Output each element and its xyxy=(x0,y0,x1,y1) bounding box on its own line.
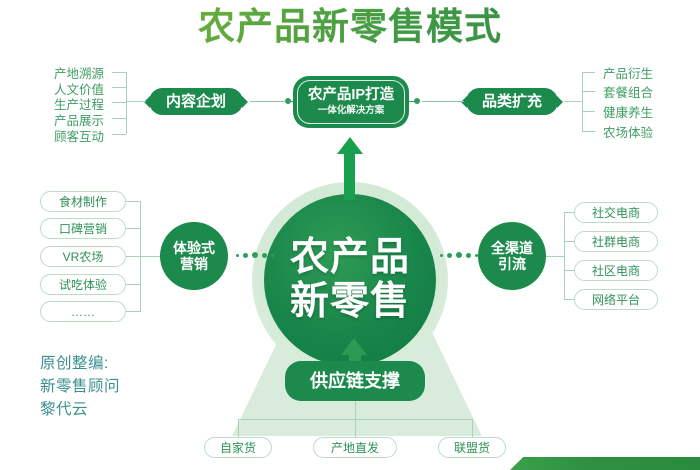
ip-right-dot xyxy=(414,98,420,104)
omnichannel-bracket-stem xyxy=(546,256,564,257)
category-expand-right-notch xyxy=(557,95,563,108)
node-experience-marketing-line2: 营销 xyxy=(180,256,208,272)
leaf-experience-2[interactable]: VR农场 xyxy=(40,246,126,267)
hub-line-2: 新零售 xyxy=(289,280,410,323)
bottom-right-banner xyxy=(510,457,700,470)
leaf-experience-1[interactable]: 口碑营销 xyxy=(40,218,126,239)
category-bracket-stem xyxy=(564,101,582,102)
category-bracket-vertical xyxy=(582,72,583,132)
content-plan-left-notch xyxy=(144,95,150,108)
category-tick-3 xyxy=(582,131,595,132)
node-ip-build-sublabel: 一体化解决方案 xyxy=(317,104,385,116)
leaf-omnichannel-1[interactable]: 社群电商 xyxy=(574,231,658,252)
supply-drop-0 xyxy=(238,419,239,437)
node-ip-build-label: 农产品IP打造 xyxy=(307,87,395,104)
omnichannel-tick-2 xyxy=(564,270,574,271)
leaf-category-3[interactable]: 农场体验 xyxy=(602,125,653,140)
arrow-head-hub-to-ip xyxy=(337,137,363,154)
contentplan-tick-4 xyxy=(112,134,126,135)
contentplan-tick-1 xyxy=(112,87,126,88)
leaf-experience-0[interactable]: 食材制作 xyxy=(40,191,126,212)
supply-drop-2 xyxy=(472,419,473,437)
node-ip-build[interactable]: 农产品IP打造 一体化解决方案 xyxy=(293,76,409,128)
leaf-content-plan-3[interactable]: 产品展示 xyxy=(53,113,104,128)
hub-line-1: 农产品 xyxy=(289,235,410,279)
category-expand-left-notch xyxy=(461,95,467,108)
contentplan-bracket-stem xyxy=(126,101,146,102)
credit-line-3: 黎代云 xyxy=(40,401,89,418)
leaf-omnichannel-3[interactable]: 网络平台 xyxy=(574,289,658,310)
node-experience-marketing[interactable]: 体验式 营销 xyxy=(160,222,228,290)
node-supply-chain-label: 供应链支撑 xyxy=(310,370,400,391)
experience-tick-1 xyxy=(125,228,140,229)
node-experience-marketing-line1: 体验式 xyxy=(173,239,215,256)
omnichannel-tick-0 xyxy=(564,212,574,213)
experience-tick-4 xyxy=(125,311,140,312)
credit-line-1: 原创整编: xyxy=(40,355,109,372)
leaf-content-plan-0[interactable]: 产地溯源 xyxy=(53,66,104,81)
line-ip-to-category xyxy=(422,101,464,102)
node-omnichannel-line1: 全渠道 xyxy=(491,239,533,256)
leaf-experience-3[interactable]: 试吃体验 xyxy=(40,274,126,295)
node-content-plan-label: 内容企划 xyxy=(165,92,226,110)
supply-drop-1 xyxy=(355,419,356,437)
dots-experience-to-hub xyxy=(236,252,274,258)
leaf-category-2[interactable]: 健康养生 xyxy=(602,105,653,120)
experience-tick-2 xyxy=(125,256,140,257)
line-contentplan-to-ip xyxy=(250,101,286,102)
credit-line-2: 新零售顾问 xyxy=(40,378,121,395)
contentplan-tick-2 xyxy=(112,102,126,103)
leaf-category-1[interactable]: 套餐组合 xyxy=(602,85,653,100)
ip-left-dot xyxy=(285,98,291,104)
contentplan-tick-0 xyxy=(112,72,126,73)
content-plan-right-notch xyxy=(242,95,248,108)
leaf-content-plan-1[interactable]: 人文价值 xyxy=(53,82,104,97)
contentplan-bracket-vertical xyxy=(126,72,127,134)
arrow-stem-hub-to-ip xyxy=(344,152,355,200)
node-category-expand[interactable]: 品类扩充 xyxy=(461,88,563,115)
leaf-category-0[interactable]: 产品衍生 xyxy=(602,66,653,81)
node-supply-chain[interactable]: 供应链支撑 xyxy=(285,361,425,401)
omnichannel-bracket-vertical xyxy=(564,212,565,300)
leaf-content-plan-4[interactable]: 顾客互动 xyxy=(53,129,104,144)
node-category-expand-label: 品类扩充 xyxy=(481,92,542,110)
experience-tick-0 xyxy=(125,201,140,202)
leaf-supply-2[interactable]: 联盟货 xyxy=(438,437,506,458)
leaf-omnichannel-2[interactable]: 社区电商 xyxy=(574,260,658,281)
category-tick-1 xyxy=(582,91,595,92)
leaf-omnichannel-0[interactable]: 社交电商 xyxy=(574,202,658,223)
leaf-experience-4[interactable]: …… xyxy=(40,301,126,322)
credit-block: 原创整编: 新零售顾问 黎代云 xyxy=(40,352,120,421)
supply-stem-vertical xyxy=(355,401,356,419)
omnichannel-tick-3 xyxy=(564,299,574,300)
experience-bracket-stem xyxy=(140,256,160,257)
node-omnichannel[interactable]: 全渠道 引流 xyxy=(478,222,546,290)
node-omnichannel-line2: 引流 xyxy=(498,256,526,272)
node-content-plan[interactable]: 内容企划 xyxy=(144,88,248,115)
contentplan-tick-3 xyxy=(112,118,126,119)
leaf-supply-0[interactable]: 自家货 xyxy=(204,437,272,458)
experience-bracket-vertical xyxy=(140,201,141,312)
dots-hub-to-omnichannel xyxy=(440,252,478,258)
center-node-agri-new-retail[interactable]: 农产品 新零售 xyxy=(264,194,436,366)
leaf-content-plan-2[interactable]: 生产过程 xyxy=(53,97,104,112)
ip-right-nub xyxy=(409,101,416,102)
omnichannel-tick-1 xyxy=(564,241,574,242)
leaf-supply-1[interactable]: 产地直发 xyxy=(313,437,397,458)
category-tick-2 xyxy=(582,111,595,112)
category-tick-0 xyxy=(582,72,595,73)
experience-tick-3 xyxy=(125,284,140,285)
page-title: 农产品新零售模式 xyxy=(0,4,700,50)
arrow-head-supply-to-hub xyxy=(341,338,367,355)
